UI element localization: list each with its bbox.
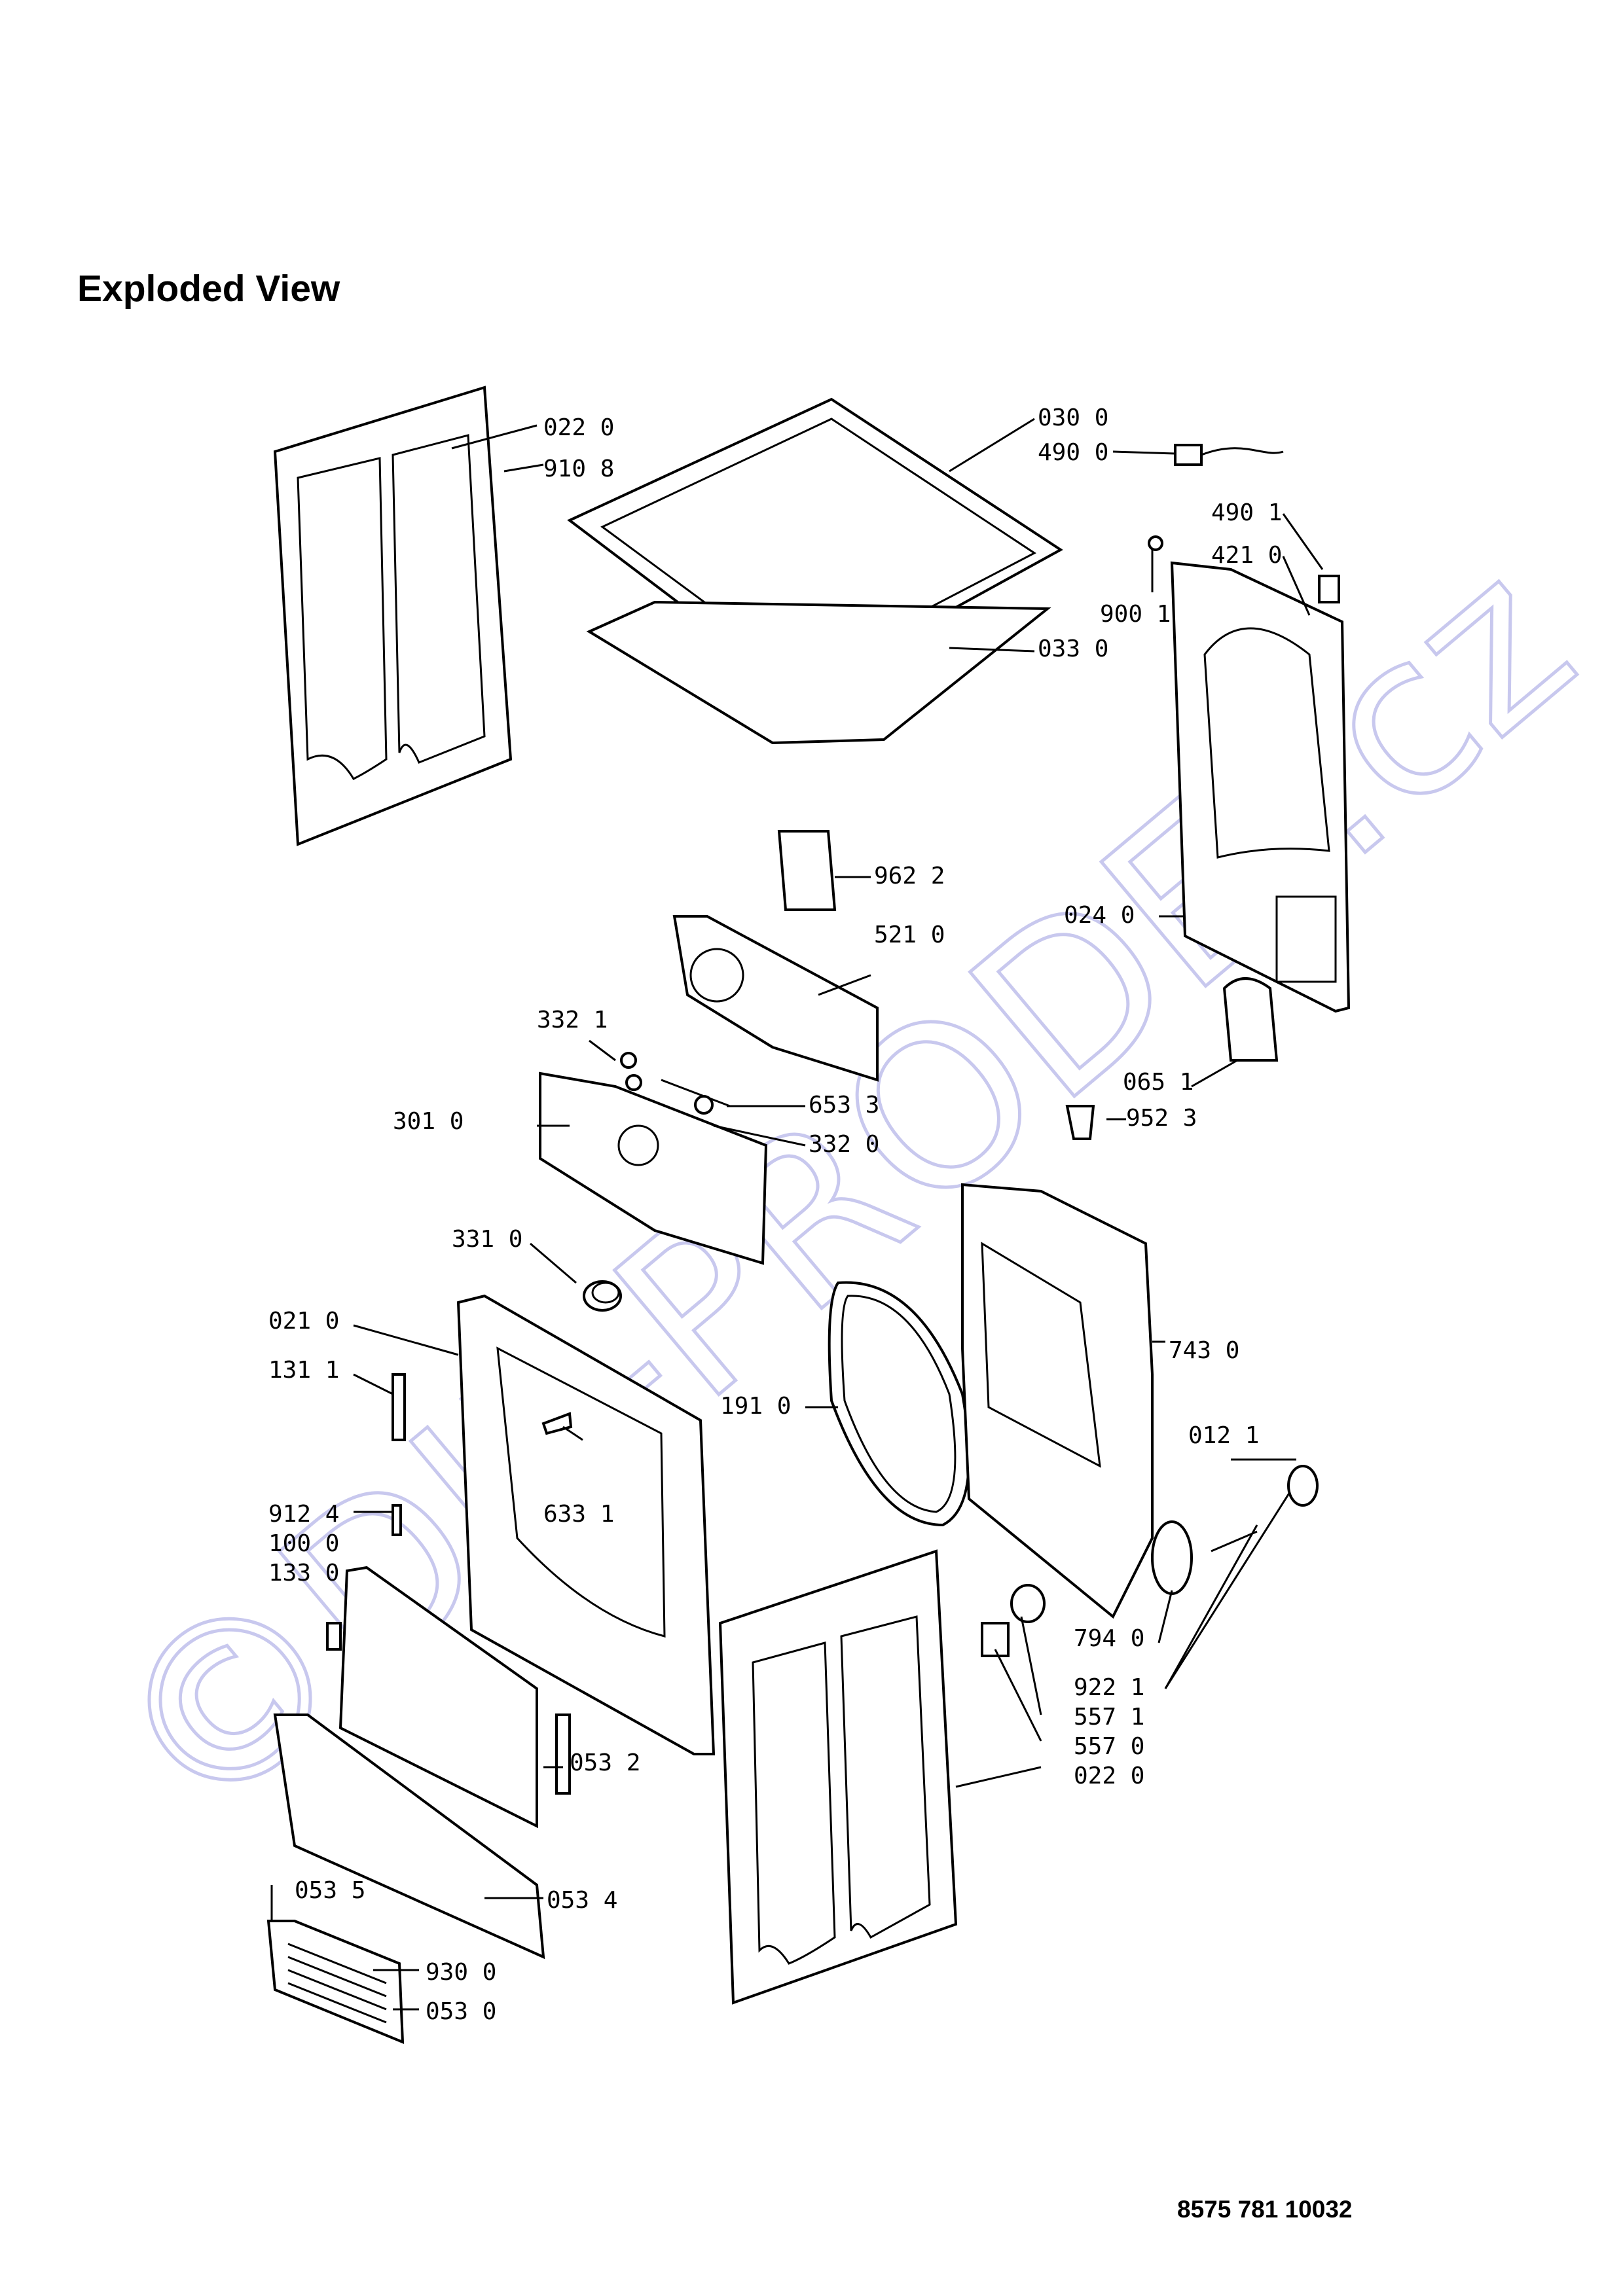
document-number: 8575 781 10032 (1177, 2196, 1353, 2223)
front-frame (961, 1183, 1154, 1619)
label-900-1: 900 1 (1100, 601, 1171, 628)
label-022-0-bottom: 022 0 (1074, 1763, 1144, 1789)
power-cord (1174, 444, 1284, 466)
label-521-0: 521 0 (874, 922, 945, 948)
label-021-0: 021 0 (268, 1308, 339, 1335)
label-490-1: 490 1 (1211, 499, 1282, 526)
axle-012-1 (1211, 1465, 1319, 1552)
knob-332-0 (694, 1095, 714, 1115)
label-922-1: 922 1 (1074, 1674, 1144, 1701)
label-930-0: 930 0 (426, 1959, 496, 1986)
front-panel (456, 1294, 716, 1755)
sensor-922-1 (1010, 1584, 1046, 1623)
knob-331-0 (583, 1280, 622, 1312)
cover-065-1 (1222, 977, 1279, 1062)
label-557-1: 557 1 (1074, 1704, 1144, 1731)
lightpipe-653-3 (661, 1079, 731, 1107)
label-024-0: 024 0 (1064, 902, 1135, 929)
top-cover (567, 397, 1063, 745)
label-743-0: 743 0 (1169, 1337, 1239, 1364)
back-panel (1170, 561, 1351, 1013)
side-panel-right (718, 1549, 958, 2005)
label-490-0: 490 0 (1038, 439, 1108, 466)
handle-053-2 (555, 1713, 571, 1795)
hinge-131-1 (392, 1373, 406, 1441)
label-421-0: 421 0 (1211, 542, 1282, 569)
label-191-0: 191 0 (720, 1393, 791, 1420)
label-952-3: 952 3 (1126, 1105, 1197, 1132)
label-332-0: 332 0 (809, 1131, 879, 1158)
label-912-4: 912 4 (268, 1501, 339, 1528)
label-053-5: 053 5 (295, 1877, 365, 1904)
label-653-3: 653 3 (809, 1092, 879, 1119)
door (338, 1566, 538, 1829)
side-panel-left (273, 386, 513, 846)
label-331-0: 331 0 (452, 1226, 522, 1253)
label-301-0: 301 0 (393, 1108, 464, 1135)
label-053-2: 053 2 (570, 1749, 640, 1776)
switch-490-1 (1318, 575, 1340, 603)
label-962-2: 962 2 (874, 863, 945, 889)
label-022-0-top: 022 0 (543, 414, 614, 441)
label-633-1: 633 1 (543, 1501, 614, 1528)
label-053-4: 053 4 (547, 1887, 617, 1914)
kickplate (273, 1713, 545, 1960)
ring-794-0 (1151, 1520, 1193, 1595)
leader-lines (353, 418, 1324, 2011)
label-030-0: 030 0 (1038, 404, 1108, 431)
label-053-0: 053 0 (426, 1998, 496, 2025)
bearing-952-3 (1065, 1105, 1095, 1140)
label-100-0: 100 0 (268, 1530, 339, 1557)
label-012-1: 012 1 (1188, 1422, 1259, 1449)
label-133-0: 133 0 (268, 1560, 339, 1587)
lock-133-0 (326, 1622, 342, 1651)
door-seal (828, 1281, 970, 1527)
label-033-0: 033 0 (1038, 636, 1108, 662)
sticker-962-2 (777, 830, 837, 911)
sensor-557 (981, 1622, 1010, 1657)
screw-912-4 (392, 1504, 402, 1536)
knob-332-1 (620, 1052, 642, 1091)
control-panel (539, 1071, 768, 1265)
label-910-8: 910 8 (543, 456, 614, 482)
label-332-1: 332 1 (537, 1007, 608, 1033)
page-title: Exploded View (77, 268, 340, 310)
label-557-0: 557 0 (1074, 1733, 1144, 1760)
grille (266, 1920, 405, 2045)
label-794-0: 794 0 (1074, 1625, 1144, 1652)
label-065-1: 065 1 (1123, 1069, 1194, 1096)
control-pcb (672, 915, 879, 1082)
label-131-1: 131 1 (268, 1357, 339, 1384)
clip-900-1 (1148, 535, 1163, 551)
part-labels: 022 0 910 8 030 0 490 0 490 1 421 0 900 … (268, 404, 1282, 2025)
